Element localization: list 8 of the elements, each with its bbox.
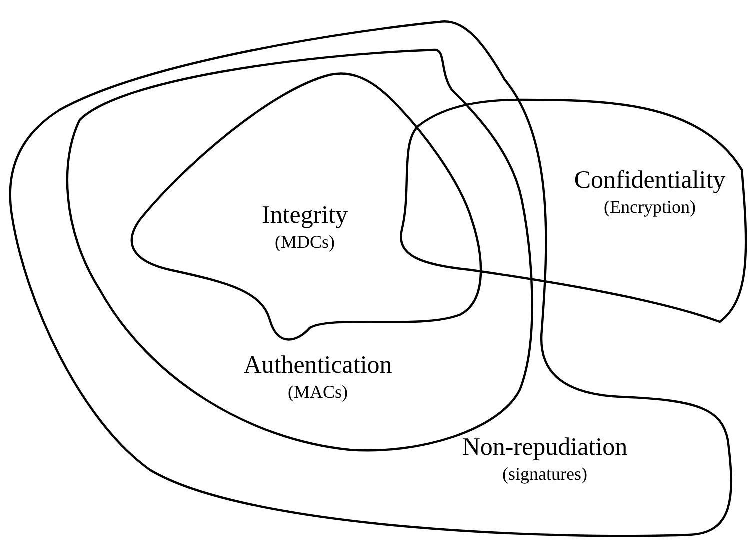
region-sublabel: (MACs) [288,381,348,404]
region-label: Authentication [244,351,392,381]
region-label: Non-repudiation [462,433,628,463]
region-sublabel: (MDCs) [274,231,335,254]
region-sublabel: (Encryption) [604,196,696,219]
region-label: Confidentiality [574,166,726,196]
region-label: Integrity [262,201,348,231]
region-sublabel: (signatures) [502,463,588,486]
